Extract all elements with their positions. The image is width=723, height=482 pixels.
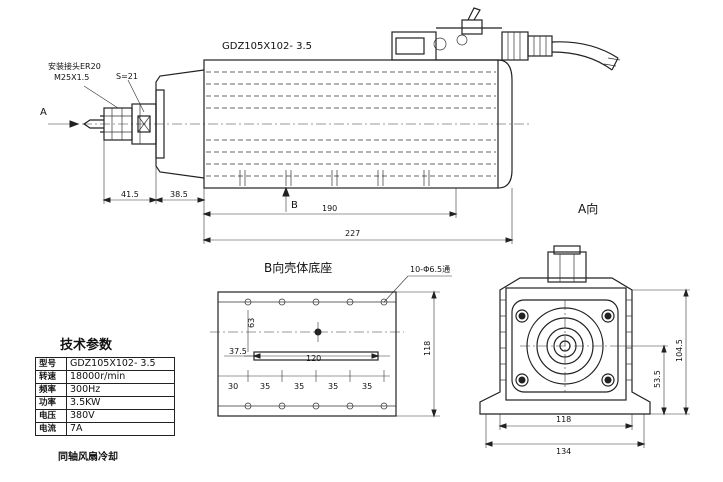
s-label: S=21 <box>116 72 138 81</box>
specs-footer: 同轴风扇冷却 <box>58 452 118 463</box>
arrow-b-label: B <box>291 200 298 211</box>
spec-key: 转速 <box>35 370 67 384</box>
collet-spec-line2: M25X1.5 <box>54 73 89 82</box>
dim-30: 30 <box>228 382 238 391</box>
dim-104-5: 104.5 <box>675 339 684 362</box>
spec-key: 型号 <box>35 357 67 371</box>
dim-37-5: 37.5 <box>229 347 247 356</box>
dim-118-a: 118 <box>556 415 571 424</box>
specs-title: 技术参数 <box>60 338 113 353</box>
table-row: 电流 7A <box>35 422 175 436</box>
housing-base-view <box>210 275 452 418</box>
spec-key: 功率 <box>35 396 67 410</box>
spec-value: 18000r/min <box>66 370 175 384</box>
front-a-view <box>479 245 690 448</box>
spec-key: 电流 <box>35 422 67 436</box>
dim-35-c: 35 <box>328 382 338 391</box>
dim-227: 227 <box>345 229 360 238</box>
spec-value: 300Hz <box>66 383 175 397</box>
table-row: 功率 3.5KW <box>35 396 175 410</box>
dim-35-a: 35 <box>260 382 270 391</box>
spec-key: 频率 <box>35 383 67 397</box>
dim-41-5: 41.5 <box>121 190 139 199</box>
dim-63: 63 <box>247 318 256 328</box>
arrow-a-label: A <box>40 107 47 118</box>
dim-134: 134 <box>556 447 571 456</box>
table-row: 电压 380V <box>35 409 175 423</box>
collet-spec-line1: 安装接头ER20 <box>48 61 101 71</box>
table-row: 转速 18000r/min <box>35 370 175 384</box>
a-view-title: A向 <box>578 201 598 216</box>
specs-table: 型号 GDZ105X102- 3.5 转速 18000r/min 频率 300H… <box>35 357 175 436</box>
dim-118-b: 118 <box>423 341 432 356</box>
table-row: 频率 300Hz <box>35 383 175 397</box>
dim-35-b: 35 <box>294 382 304 391</box>
dim-190: 190 <box>322 204 337 213</box>
spec-value: GDZ105X102- 3.5 <box>66 357 175 371</box>
holes-note: 10-Φ6.5通 <box>410 264 450 274</box>
spec-value: 380V <box>66 409 175 423</box>
dim-53-5: 53.5 <box>653 370 662 388</box>
spec-value: 3.5KW <box>66 396 175 410</box>
b-view-title: B向壳体底座 <box>264 260 332 275</box>
dim-120: 120 <box>306 354 321 363</box>
spec-key: 电压 <box>35 409 67 423</box>
model-label: GDZ105X102- 3.5 <box>222 41 312 52</box>
spec-value: 7A <box>66 422 175 436</box>
table-row: 型号 GDZ105X102- 3.5 <box>35 357 175 371</box>
dim-38-5: 38.5 <box>170 190 188 199</box>
dim-35-d: 35 <box>362 382 372 391</box>
spindle-side-view <box>48 7 621 244</box>
